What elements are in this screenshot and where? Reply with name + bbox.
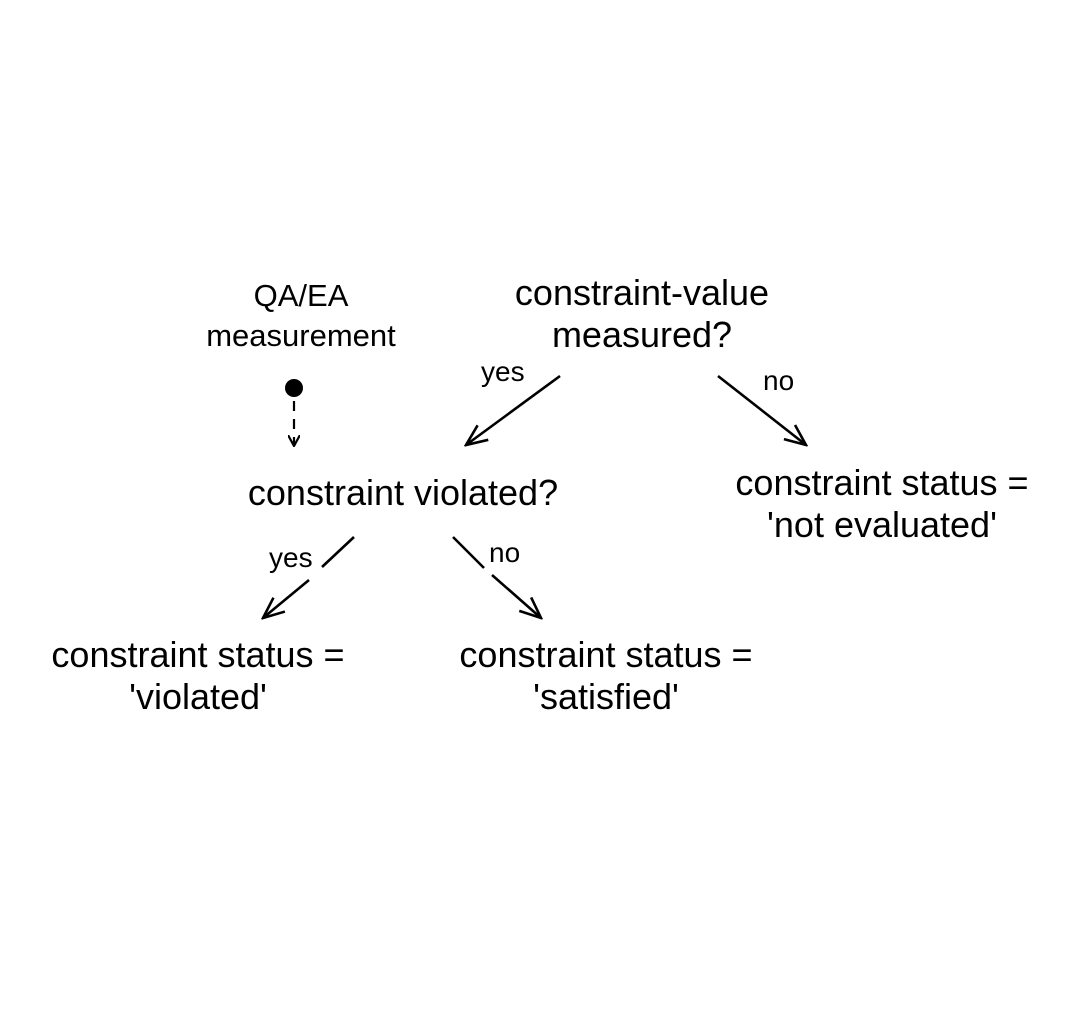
measurement-line-1: QA/EA [253,278,349,313]
arrow-measured-no [717,374,806,445]
violated-question-line-1: constraint violated? [247,472,559,513]
status-satisfied-node: constraint status = 'satisfied' [430,634,782,719]
status-violated-node: constraint status = 'violated' [22,634,374,719]
edge-label-measured-yes: yes [481,356,525,387]
arrow-violated-yes-upper [321,536,355,568]
status-satisfied-line-2: 'satisfied' [533,676,679,718]
violated-question-node: constraint violated? [200,472,606,514]
edge-label-violated-yes: yes [269,542,313,573]
status-violated-line-1: constraint status = [51,634,345,675]
not-evaluated-line-2: 'not evaluated' [767,504,997,546]
not-evaluated-line-1: constraint status = [735,462,1029,503]
arrow-violated-no-upper [452,536,485,569]
status-satisfied-line-1: constraint status = [459,634,753,675]
value-measured-line-2: measured? [551,314,733,356]
not-evaluated-node: constraint status = 'not evaluated' [706,462,1058,547]
start-dot [285,379,303,397]
status-violated-line-2: 'violated' [129,676,267,718]
measurement-line-2: measurement [206,318,396,354]
edge-label-measured-no: no [763,365,795,396]
measurement-node: QA/EA measurement [186,276,416,357]
arrow-violated-yes [263,578,310,618]
edge-label-violated-no: no [489,537,521,568]
value-measured-line-1: constraint-value [514,272,770,313]
arrow-measured-yes [466,374,561,445]
value-measured-node: constraint-value measured? [480,272,804,357]
arrow-violated-no [491,574,541,618]
